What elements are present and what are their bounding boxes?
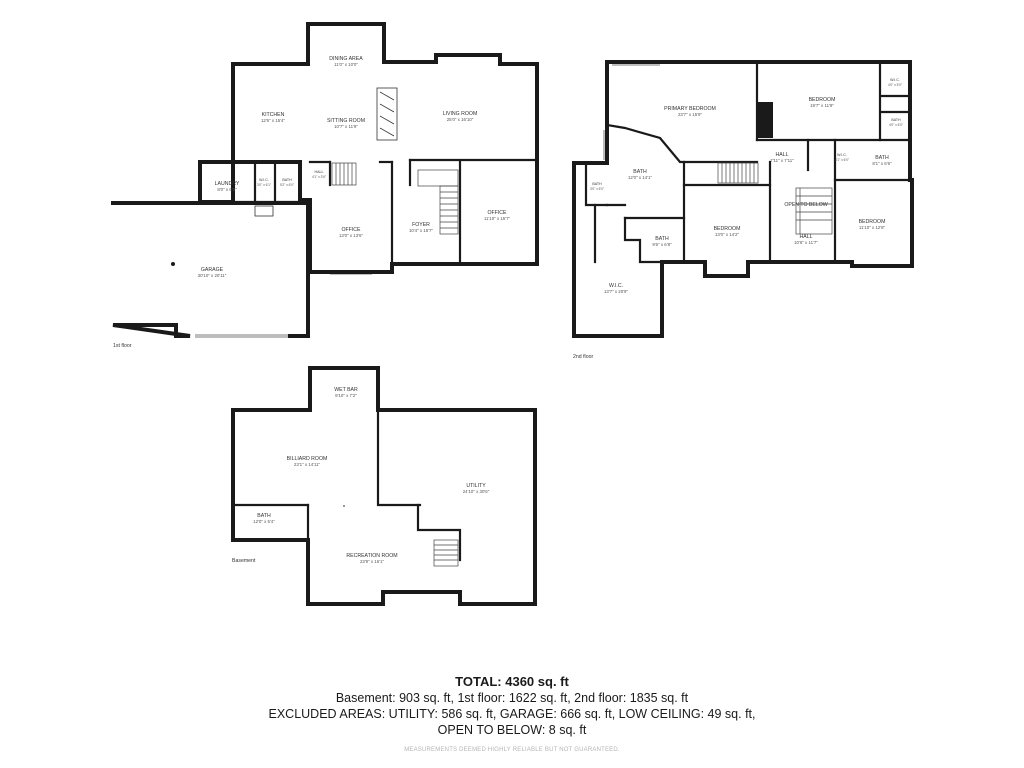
room-name: DINING AREA — [329, 56, 363, 62]
room-name: BATH — [257, 513, 271, 519]
floor-label: 1st floor — [113, 343, 132, 349]
room-name: W.I.C. — [609, 283, 623, 289]
room-dimensions: 13'0" x 13'6" — [339, 233, 364, 238]
room-dimensions: 7'11" x 7'11" — [770, 158, 794, 163]
room-dimensions: 3'0" x 6'1" — [257, 183, 271, 187]
room-name: BATH — [875, 155, 889, 161]
room-dimensions: 4'1" x 3'6" — [312, 175, 326, 179]
room-name: BATH — [633, 169, 647, 175]
room-name: WET BAR — [334, 387, 358, 393]
room-name: RECREATION ROOM — [346, 553, 397, 559]
room-name: OFFICE — [341, 227, 361, 233]
room-name: KITCHEN — [262, 112, 285, 118]
room-name: BATH — [655, 236, 669, 242]
total-area: TOTAL: 4360 sq. ft — [455, 674, 569, 689]
room-name: OPEN TO BELOW — [784, 202, 827, 208]
room-name: BATH — [282, 178, 292, 182]
room-name: HALL — [776, 152, 789, 158]
room-dimensions: 12'0" x 5'4" — [253, 519, 275, 524]
room-dimensions: 10'6" x 11'7" — [794, 240, 818, 245]
room-name: BEDROOM — [714, 226, 741, 232]
room-dimensions: 5'2" x 6'0" — [280, 183, 294, 187]
room-name: W.I.C. — [259, 178, 269, 182]
room-dimensions: 11'10" x 15'7" — [484, 216, 511, 221]
first-floor-plan: DINING AREA 11'0" x 10'0" KITCHEN 12'6" … — [111, 22, 539, 349]
room-dimensions: 9'6" x 6'8" — [652, 242, 672, 247]
room-dimensions: 10'4" x 15'7" — [409, 228, 434, 233]
room-name: BATH — [592, 182, 602, 186]
room-dimensions: 4'0" x 6'0" — [889, 123, 903, 127]
room-name: SITTING ROOM — [327, 118, 365, 124]
room-dimensions: 8'1" x 6'6" — [872, 161, 892, 166]
room-dimensions: 12'0" x 14'1" — [628, 175, 653, 180]
floor-label: 2nd floor — [573, 354, 593, 360]
room-dimensions: 23'7" x 15'9" — [678, 112, 703, 117]
room-dimensions: 23'9" x 16'1" — [360, 559, 385, 564]
room-name: W.I.C. — [837, 153, 847, 157]
room-name: FOYER — [412, 222, 430, 228]
room-name: W.I.C. — [890, 78, 900, 82]
room-name: HALL — [800, 234, 813, 240]
room-dimensions: 23'1" x 14'11" — [294, 462, 321, 467]
room-dimensions: 11'0" x 10'0" — [334, 62, 358, 67]
room-dimensions: 24'10" x 30'6" — [463, 489, 490, 494]
room-name: PRIMARY BEDROOM — [664, 106, 716, 112]
room-dimensions: 4'1" x 6'0" — [835, 158, 849, 162]
second-floor-plan: PRIMARY BEDROOM 23'7" x 15'9" BEDROOM 19… — [572, 60, 914, 360]
room-dimensions: 12'6" x 15'4" — [261, 118, 286, 123]
floor-areas: Basement: 903 sq. ft, 1st floor: 1622 sq… — [335, 691, 689, 705]
room-name: HALL — [315, 170, 324, 174]
room-dimensions: 9'10" x 7'2" — [335, 393, 357, 398]
excluded-areas: EXCLUDED AREAS: UTILITY: 586 sq. ft, GAR… — [268, 707, 756, 721]
room-name: LAUNDRY — [215, 181, 240, 187]
floor-label: Basement — [232, 558, 256, 564]
room-dimensions: 30'10" x 20'11" — [198, 273, 227, 278]
room-dimensions: 8'0" x 6'0" — [217, 187, 237, 192]
room-name: BATH — [891, 118, 901, 122]
room-dimensions: 4'0" x 5'0" — [888, 83, 902, 87]
open-to-below-area: OPEN TO BELOW: 8 sq. ft — [437, 723, 587, 737]
area-summary: TOTAL: 4360 sq. ft Basement: 903 sq. ft,… — [0, 674, 1024, 753]
room-name: OFFICE — [487, 210, 507, 216]
room-dimensions: 3'0" x 6'0" — [590, 187, 604, 191]
room-name: BEDROOM — [809, 97, 836, 103]
room-dimensions: 13'7" x 20'9" — [604, 289, 629, 294]
room-name: LIVING ROOM — [443, 111, 478, 117]
disclaimer: MEASUREMENTS DEEMED HIGHLY RELIABLE BUT … — [404, 747, 620, 753]
room-name: UTILITY — [466, 483, 486, 489]
room-dimensions: 11'10" x 12'8" — [859, 225, 886, 230]
room-name: BILLIARD ROOM — [287, 456, 328, 462]
room-name: BEDROOM — [859, 219, 886, 225]
basement-plan: WET BAR 9'10" x 7'2" BILLIARD ROOM 23'1"… — [231, 366, 537, 606]
room-dimensions: 19'7" x 11'9" — [810, 103, 834, 108]
room-dimensions: 25'0" x 16'10" — [447, 117, 474, 122]
room-dimensions: 10'7" x 11'9" — [334, 124, 358, 129]
room-name: GARAGE — [201, 267, 224, 273]
room-dimensions: 13'0" x 14'2" — [715, 232, 740, 237]
